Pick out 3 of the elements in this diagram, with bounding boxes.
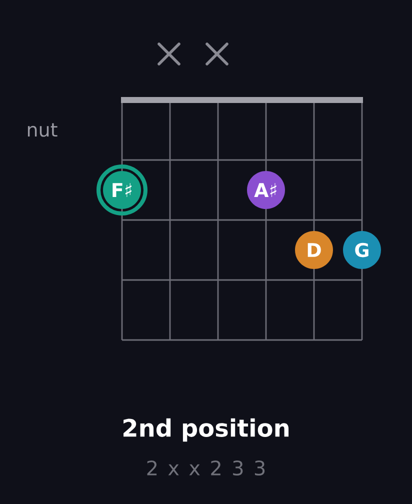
fingering-text: 2 x x 2 3 3 xyxy=(147,460,265,476)
nut-label: nut xyxy=(28,123,58,137)
title: 2nd position xyxy=(124,418,289,442)
